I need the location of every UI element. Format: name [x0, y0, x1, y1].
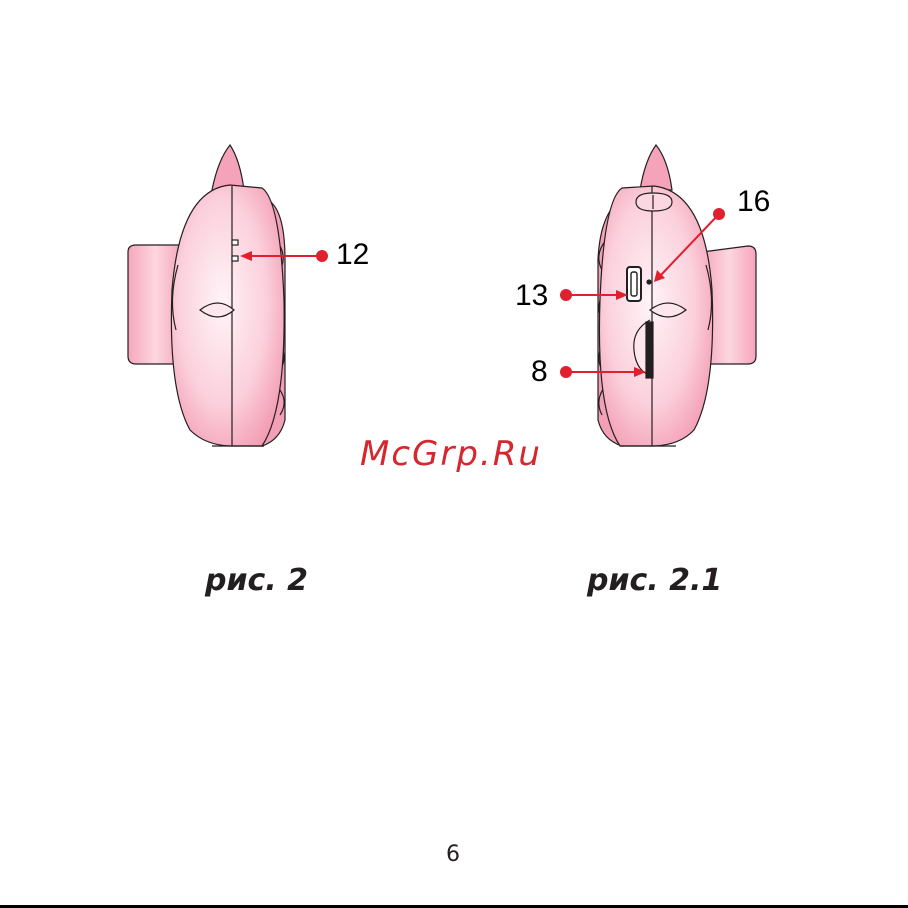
callout-13-pointer — [560, 289, 628, 301]
figure-caption-1: рис. 2 — [205, 566, 308, 596]
callout-label-12: 12 — [336, 240, 369, 270]
figure-caption-2: рис. 2.1 — [587, 566, 722, 596]
callout-label-8: 8 — [531, 357, 548, 387]
callout-label-13: 13 — [515, 281, 548, 311]
callout-label-16: 16 — [737, 187, 770, 217]
page-number: 6 — [446, 842, 460, 867]
device-side-view-left — [128, 145, 285, 446]
watermark: McGrp.Ru — [360, 437, 542, 471]
